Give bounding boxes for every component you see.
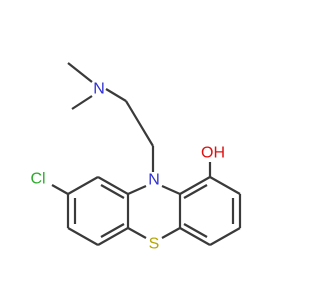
bond-ch2-ch2	[125, 100, 154, 147]
atom-label-ring-nitrogen: N	[148, 172, 160, 189]
bond-s-left	[127, 227, 147, 239]
bond-s-right	[161, 227, 181, 239]
bonds	[51, 62, 242, 246]
bond-right-ring-double-a	[183, 184, 208, 199]
bond-namine-ch2	[105, 88, 127, 102]
bond-left-ring-2	[67, 176, 99, 195]
atom-labels: N N S Cl OH	[30, 81, 225, 253]
atom-label-hydroxyl: OH	[201, 145, 225, 162]
bond-nme-methyl-bottom	[71, 95, 93, 110]
bond-left-ring-4	[67, 227, 99, 246]
bond-right-ring-2	[209, 176, 241, 195]
atom-label-chlorine: Cl	[30, 171, 45, 188]
atom-label-amine-nitrogen: N	[93, 81, 105, 98]
bond-left-ring-double-c	[100, 223, 125, 238]
bond-nring-right	[161, 184, 181, 196]
molecule-canvas: N N S Cl OH	[30, 62, 242, 253]
bond-right-ring-double-c	[183, 223, 208, 238]
bond-left-ring-1	[97, 176, 129, 195]
bond-nme-methyl-top	[67, 62, 93, 83]
bond-left-ring-double-a	[100, 184, 125, 199]
bond-nring-left	[127, 184, 147, 196]
bond-left-ring-5	[97, 227, 129, 246]
atom-label-sulfur: S	[149, 236, 160, 253]
bond-right-ring-5	[179, 227, 211, 246]
bond-right-ring-1	[179, 176, 211, 195]
bond-cl	[51, 184, 69, 195]
bond-right-ring-4	[209, 227, 241, 246]
structure-drawing: N N S Cl OH	[30, 62, 242, 253]
